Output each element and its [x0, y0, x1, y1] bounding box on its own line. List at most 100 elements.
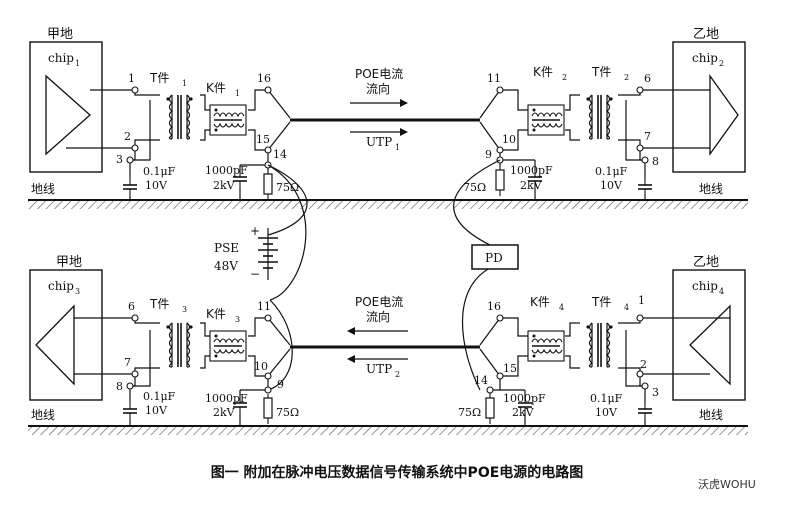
pin-9-bottom-left: 9	[277, 378, 284, 391]
resistor-75-top-left	[263, 169, 273, 201]
k-part-3	[209, 330, 247, 362]
resistor-value-bottom-right: 75Ω	[458, 406, 481, 419]
ground-b-label-top: 乙地	[693, 27, 719, 42]
pin-14-top-left: 14	[273, 148, 287, 161]
k-part-3-label: K件	[206, 307, 226, 321]
k-part-1	[209, 104, 247, 136]
pin-dots-bottom-left	[126, 314, 272, 394]
pin-8-bottom-left: 8	[116, 380, 123, 393]
poe-flow-label-top: POE电流	[355, 67, 403, 81]
chip4-box: chip 4	[672, 269, 746, 401]
pin-dots-top-left	[126, 86, 272, 169]
t-transformer-1	[165, 94, 194, 140]
pin-2-top-left: 2	[124, 130, 131, 143]
cap-small-voltage-top-right: 10V	[600, 179, 623, 192]
pin-10-top-right: 10	[502, 133, 516, 146]
cap-large-voltage-bottom-left: 2kV	[213, 406, 236, 419]
pin-1-bottom-right: 1	[638, 294, 645, 307]
k-part-4-label: K件	[530, 295, 550, 309]
cap-small-voltage-bottom-left: 10V	[145, 404, 168, 417]
pd-label: PD	[485, 251, 503, 265]
ground-line-label-bottom-right: 地线	[699, 408, 723, 422]
pse-minus-sign: −	[250, 267, 260, 281]
cap-small-value-bottom-left: 0.1μF	[143, 390, 176, 403]
ground-b-label-bottom: 乙地	[693, 255, 719, 270]
chip2-box: chip 2	[672, 41, 746, 173]
t-part-2-sub: 2	[624, 73, 629, 82]
pin-10-bottom-left: 10	[254, 360, 268, 373]
flow-dir-label-bottom: 流向	[366, 309, 390, 324]
pin-11-bottom-left: 11	[257, 300, 271, 313]
t-part-1-label: T件	[149, 71, 169, 85]
resistor-value-top-left: 75Ω	[276, 181, 299, 194]
flow-arrow-left-bottom	[347, 327, 408, 335]
cap-large-voltage-bottom-right: 2kV	[512, 406, 535, 419]
utp2-label: UTP	[366, 362, 392, 376]
poe-flow-label-bottom: POE电流	[355, 295, 403, 309]
chip2-label: chip	[692, 51, 718, 65]
pin-15-bottom-right: 15	[503, 362, 517, 375]
ground-line-top	[28, 199, 748, 209]
figure-caption: 图一 附加在脉冲电压数据信号传输系统中POE电源的电路图	[210, 465, 584, 481]
chip2-subscript: 2	[719, 59, 724, 68]
pd-box: PD	[471, 244, 519, 270]
utp2-arrow-left	[347, 355, 408, 363]
capacitor-0-1uf-bottom-right	[637, 401, 653, 421]
t-part-3-label: T件	[149, 297, 169, 311]
chip4-label: chip	[692, 279, 718, 293]
ground-line-bottom	[28, 425, 748, 435]
chip3-subscript: 3	[75, 287, 80, 296]
resistor-75-top-right	[495, 165, 505, 197]
capacitor-0-1uf-top-right	[637, 177, 653, 197]
watermark: 沃虎WOHU	[698, 478, 756, 491]
chip1-box: chip 1	[29, 41, 103, 173]
flow-arrow-right-top	[350, 99, 408, 107]
k-part-2-sub: 2	[562, 73, 567, 82]
pin-14-bottom-right: 14	[474, 374, 488, 387]
chip1-subscript: 1	[75, 59, 80, 68]
pse-voltage: 48V	[214, 259, 238, 273]
cap-small-voltage-top-left: 10V	[145, 179, 168, 192]
pin-11-top-right: 11	[487, 72, 501, 85]
center-wires	[267, 159, 501, 391]
cap-large-value-top-left: 1000pF	[205, 164, 248, 177]
chip3-box: chip 3	[29, 269, 103, 401]
cap-small-value-bottom-right: 0.1μF	[590, 392, 623, 405]
pin-2-bottom-right: 2	[640, 358, 647, 371]
k-part-4-sub: 4	[559, 303, 564, 312]
ground-line-label-top-left: 地线	[31, 182, 55, 196]
pin-1-top-left: 1	[128, 72, 135, 85]
k-part-3-sub: 3	[235, 315, 240, 324]
cap-small-voltage-bottom-right: 10V	[595, 406, 618, 419]
chip4-subscript: 4	[719, 287, 724, 296]
resistor-75-bottom-left	[263, 393, 273, 425]
pse-label: PSE	[214, 241, 239, 255]
t-part-4-sub: 4	[624, 303, 629, 312]
pin-16-bottom-right: 16	[487, 300, 501, 313]
cap-small-value-top-right: 0.1μF	[595, 165, 628, 178]
pin-3-top-left: 3	[116, 153, 123, 166]
ground-line-label-bottom-left: 地线	[31, 408, 55, 422]
t-part-2-label: T件	[591, 65, 611, 79]
pin-dots-bottom-right	[486, 314, 649, 394]
k-part-1-label: K件	[206, 81, 226, 95]
pse-battery-symbol	[258, 237, 278, 269]
chip1-label: chip	[48, 51, 74, 65]
flow-dir-label-top: 流向	[366, 81, 390, 96]
t-part-4-label: T件	[591, 295, 611, 309]
cap-large-value-bottom-left: 1000pF	[205, 392, 248, 405]
pin-7-bottom-left: 7	[124, 356, 131, 369]
chip3-label: chip	[48, 279, 74, 293]
ground-a-label-bottom: 甲地	[56, 255, 82, 270]
t-transformer-4	[585, 322, 614, 368]
chip2-receiver-symbol	[709, 73, 739, 157]
cap-small-value-top-left: 0.1μF	[143, 165, 176, 178]
k-part-2	[527, 104, 565, 136]
pin-3-bottom-right: 3	[652, 386, 659, 399]
chip4-driver-symbol	[689, 304, 731, 386]
chip3-receiver-symbol	[35, 304, 75, 386]
t-transformer-2	[585, 94, 614, 140]
ground-line-label-top-right: 地线	[699, 182, 723, 196]
t-part-3-sub: 3	[182, 305, 187, 314]
utp1-arrow-right	[350, 128, 408, 136]
